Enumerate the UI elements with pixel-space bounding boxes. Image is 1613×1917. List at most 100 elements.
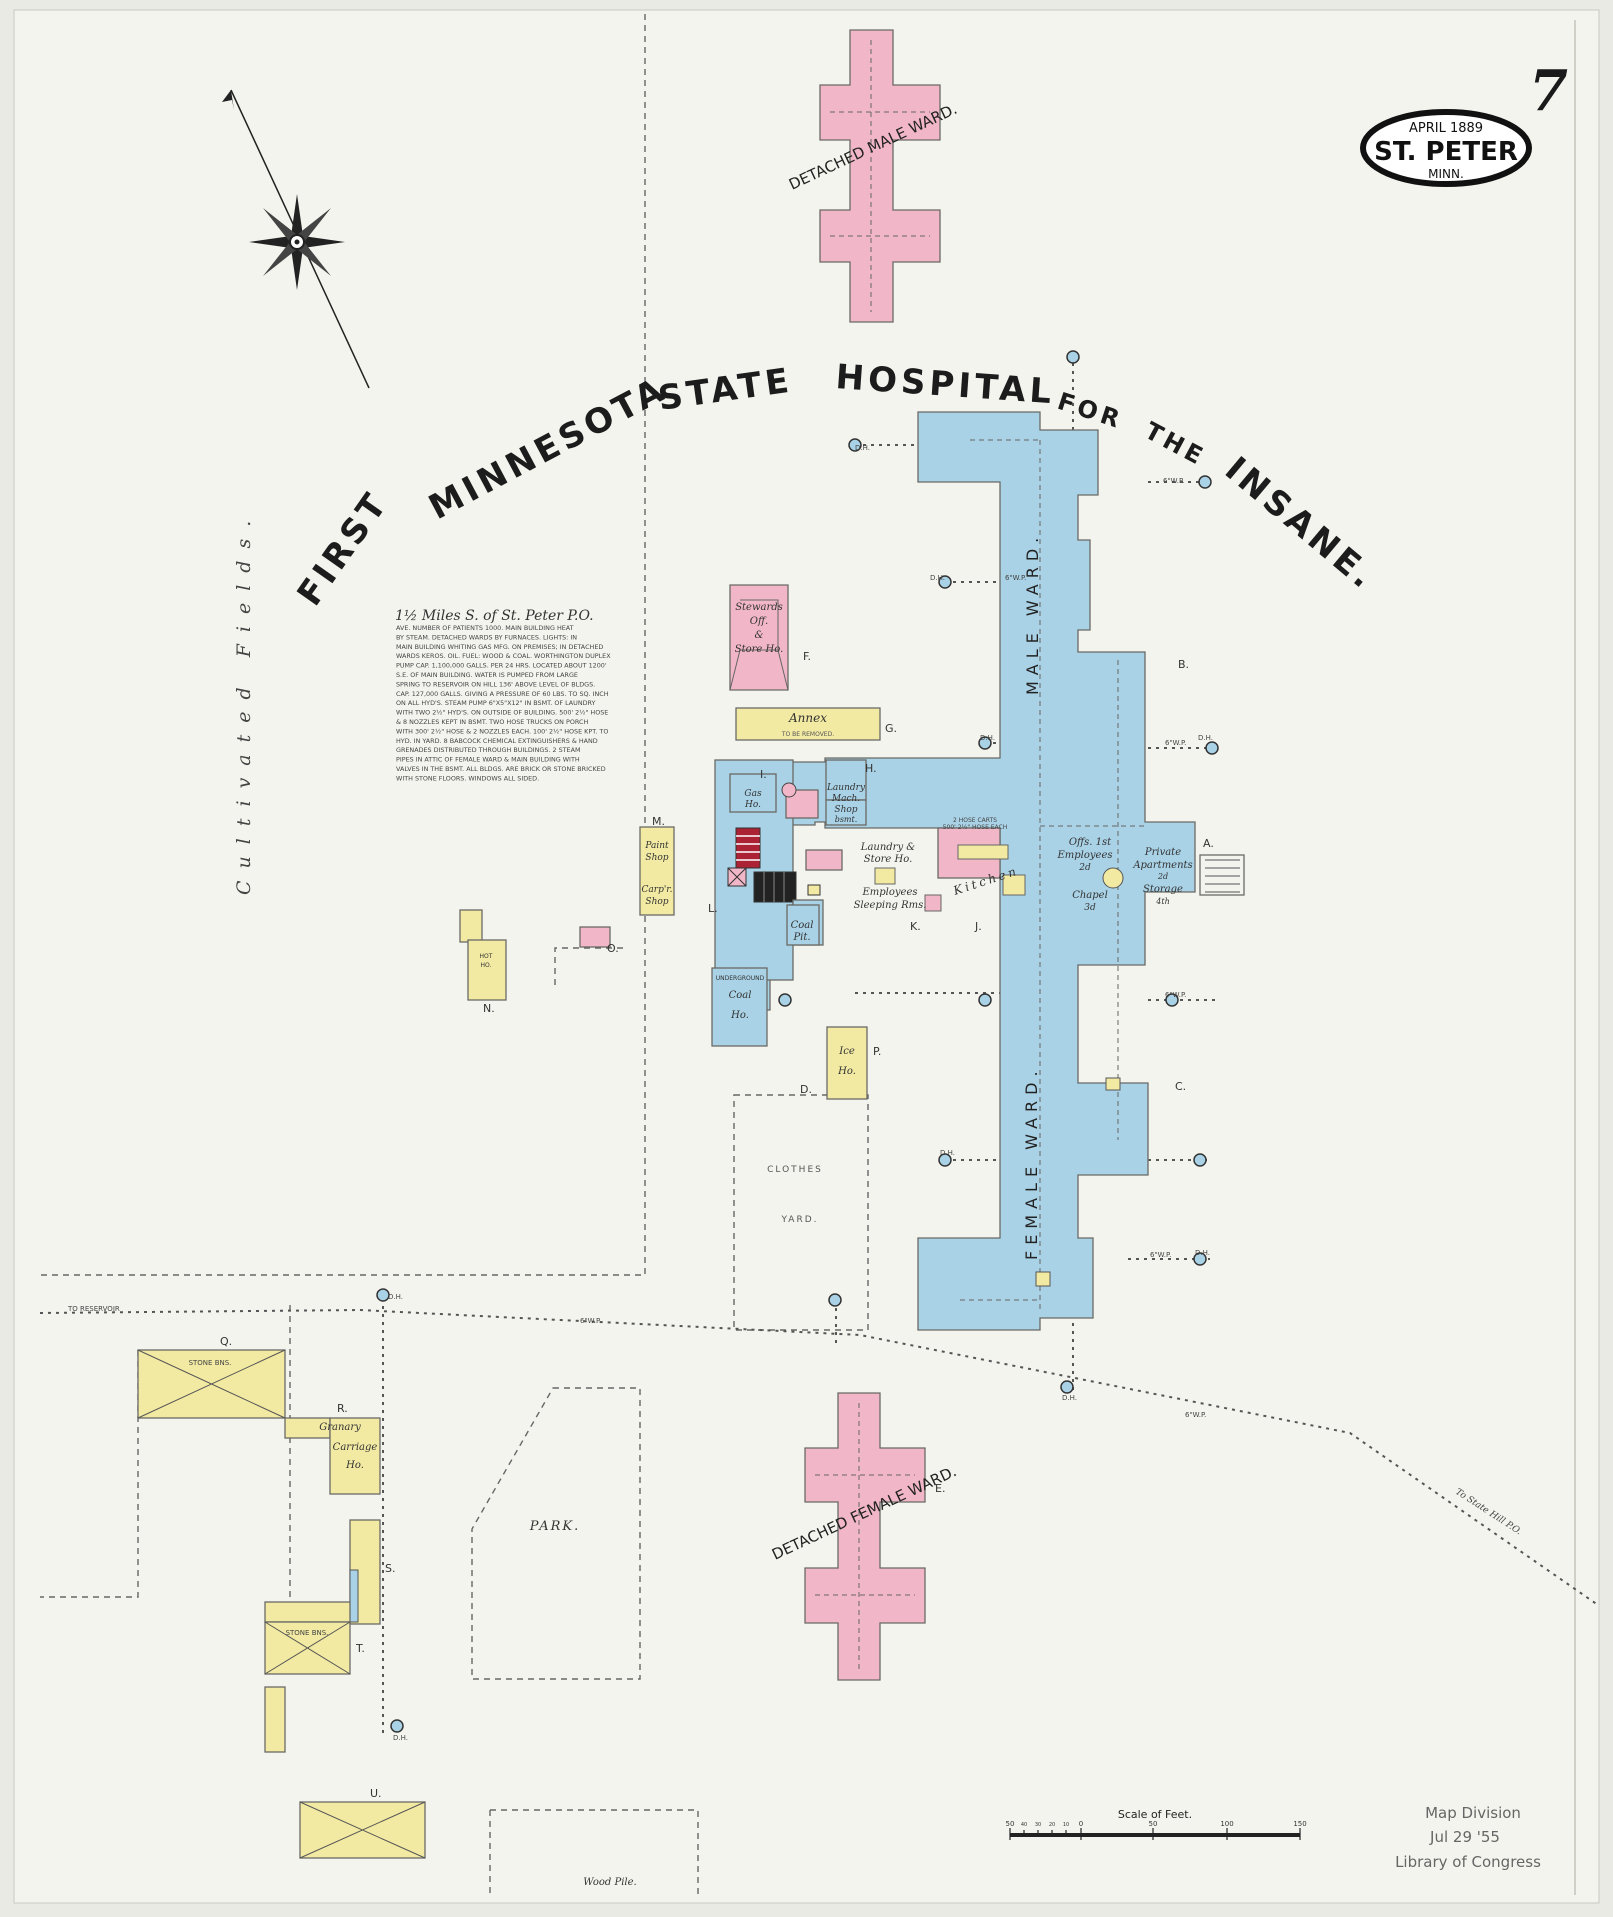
cultivated-fields-label: Cultivated Fields. [233,509,255,895]
stamp-line: Jul 29 '55 [1429,1828,1500,1846]
hydrant-label: D.H. [855,444,870,452]
label-ice-ho: Ice [838,1046,855,1057]
letter-label: L. [708,902,718,915]
notes-line: VALVES IN THE BSMT. ALL BLDGS. ARE BRICK… [396,765,606,773]
label-gas-ho: Ho. [744,800,761,810]
paint-shop-building [639,826,675,916]
label-underground-coal: Ho. [730,1010,749,1021]
label-storage: 4th [1155,897,1169,906]
label-private-apartments: Apartments [1132,860,1192,871]
hydrant-label: D.H. [1198,734,1213,742]
label-laundry-mach: Mach. [831,794,860,804]
pipe-size-label: 6"W.P. [1165,991,1186,999]
frame-buildings [137,707,881,1859]
stamp-line: Library of Congress [1395,1853,1541,1871]
label-female-ward: FEMALE WARD. [1022,1065,1041,1260]
hydrant-icon [938,575,952,589]
letter-label: B. [1178,658,1189,671]
hydrant-icon [1198,475,1212,489]
label-private-apartments: 2d [1157,872,1168,881]
label-carp-shop: Carp'r. [642,885,673,895]
label-laundry-mach: Shop [834,805,857,815]
hot-house-building [467,939,507,1001]
hydrant-icon [376,1288,390,1302]
label-stewards: Stewards [735,602,783,613]
notes-line: PUMP CAP. 1,100,000 GALLS. PER 24 HRS. L… [396,662,607,670]
label-stone-barns-t: STONE BNS. [286,1629,329,1637]
service-buildings [711,759,867,1047]
hydrant-icon [978,736,992,750]
label-coal-pit: Pit. [792,932,810,943]
notes-block: 1½ Miles S. of St. Peter P.O. AVE. NUMBE… [395,608,611,782]
letter-label: M. [652,815,665,828]
pipe-size-label: 6"W.P. [1185,1411,1206,1419]
hydrant-icon [1193,1252,1207,1266]
letter-label: K. [910,920,921,933]
hydrant-label: D.H. [930,574,945,582]
seal-date: APRIL 1889 [1409,121,1483,136]
notes-lines: AVE. NUMBER OF PATIENTS 1000. MAIN BUILD… [396,624,611,782]
letter-label: I. [760,768,767,781]
title-seal: APRIL 1889 ST. PETER MINN. [1360,109,1532,187]
hydrant-icon [828,1293,842,1307]
notes-line: SPRING TO RESERVOIR ON HILL 136' ABOVE L… [396,680,595,688]
pipe-size-label: 6"W.P. [1165,739,1186,747]
hydrant-icon [1205,741,1219,755]
label-employees-sleeping: Sleeping Rms. [854,900,927,911]
label-annex-note: TO BE REMOVED. [781,731,834,738]
page-number: 7 [1529,58,1568,124]
hydrant-icon [1165,993,1179,1007]
hydrant-icon [1193,1153,1207,1167]
library-stamp: Map Division Jul 29 '55 Library of Congr… [1395,1804,1541,1871]
notes-line: ON ALL HYD'S. STEAM PUMP 6"X5"X12" IN BS… [396,699,596,707]
scale-title: Scale of Feet. [1118,1808,1192,1821]
hydrant-icon [778,993,792,1007]
ice-house-building [826,1026,868,1100]
letter-label: R. [337,1402,348,1415]
label-coal-pit: Coal [791,920,814,931]
notes-line: PIPES IN ATTIC OF FEMALE WARD & MAIN BUI… [396,756,580,764]
label-laundry-mach: Laundry [826,783,866,793]
seal-state: MINN. [1428,167,1464,181]
letter-label: O. [607,942,619,955]
hydrant-label: D.H. [940,1149,955,1157]
hydrant-label: D.H. [980,734,995,742]
granary-building [329,1417,381,1495]
label-private-apartments: Private [1144,847,1181,858]
letter-label: T. [355,1642,365,1655]
notes-line: WITH TWO 2½" HYD'S. ON OUTSIDE OF BUILDI… [396,709,608,717]
letter-label: H. [865,762,877,775]
scale-tick-label: 50 [1006,1820,1015,1828]
hydrant-icon [1060,1380,1074,1394]
scale-tick-label: 50 [1149,1820,1158,1828]
label-offices: Employees [1056,850,1112,861]
label-hot-ho: HOT [480,953,493,960]
label-wood-pile: Wood Pile. [583,1877,636,1888]
hydrant-label: D.H. [393,1734,408,1742]
road-label-reservoir: TO RESERVOIR [67,1305,120,1313]
scale-tick-label: 40 [1021,1822,1027,1828]
letter-label: N. [483,1002,495,1015]
main-building [717,411,1245,1331]
building-letters: A. B. C. D. E. F. G. H. I. J. K. L. M. N… [220,650,1214,1800]
letter-label: E. [935,1482,945,1495]
notes-heading: 1½ Miles S. of St. Peter P.O. [395,608,594,624]
label-offices: Offs. 1st [1069,837,1112,848]
label-chapel: 3d [1084,903,1096,913]
letter-label: D. [800,1083,812,1096]
label-stewards: & [755,630,764,641]
label-ice-ho: Ho. [837,1066,856,1077]
notes-line: GRENADES DISTRIBUTED THROUGH BUILDINGS. … [396,746,580,754]
notes-line: BY STEAM. DETACHED WARDS BY FURNACES. LI… [396,633,577,641]
scale-tick-label: 0 [1079,1820,1083,1828]
label-stewards: Off. [750,616,768,627]
label-laundry-store: Store Ho. [864,854,913,865]
letter-label: J. [974,920,982,933]
label-storage: Storage [1143,884,1183,895]
label-chapel: Chapel [1072,890,1108,901]
hydrant-label: D.H. [1062,1394,1077,1402]
notes-line: CAP. 127,000 GALLS. GIVING A PRESSURE OF… [396,690,609,698]
stewards-office [729,584,789,691]
